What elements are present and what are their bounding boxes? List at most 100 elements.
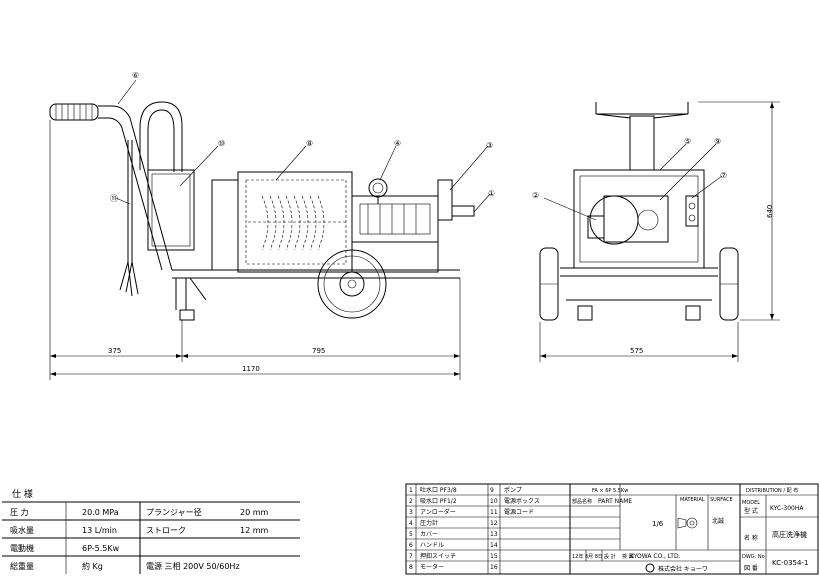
company-logo-icon bbox=[645, 563, 655, 573]
front-callouts: ⑤ ⑨ ⑦ ② bbox=[532, 137, 727, 221]
model-value: KYC-300HA bbox=[770, 505, 804, 512]
spec-title: 仕 様 bbox=[12, 488, 33, 500]
place: 北誠 bbox=[712, 517, 724, 525]
handle-frame bbox=[98, 101, 183, 271]
designer: 設 計 bbox=[604, 553, 616, 560]
kind-label: 型 式 bbox=[744, 507, 758, 515]
rear-wheel bbox=[317, 249, 387, 319]
svg-text:8: 8 bbox=[409, 564, 413, 571]
svg-text:モーター: モーター bbox=[420, 563, 444, 571]
side-callouts: ⑥ ⑩ ⑧ ④ ③ ① ⑪ bbox=[110, 71, 495, 213]
svg-text:20.0 MPa: 20.0 MPa bbox=[82, 508, 119, 517]
svg-text:15: 15 bbox=[490, 553, 498, 560]
electrical-box bbox=[147, 169, 195, 251]
svg-text:総重量: 総重量 bbox=[10, 561, 34, 571]
dim-375: 375 bbox=[108, 347, 121, 355]
callout-8: ⑧ bbox=[306, 139, 313, 148]
dwg-jp: 図 番 bbox=[744, 565, 758, 572]
svg-text:プランジャー径: プランジャー径 bbox=[146, 507, 202, 517]
parts-list-left: 1 吐水口 PF3/8 2 吸水口 PF1/2 3 アンローダー 4 圧力計 5… bbox=[409, 486, 457, 571]
svg-text:6P-5.5Kw: 6P-5.5Kw bbox=[82, 544, 120, 553]
svg-text:吐水口 PF3/8: 吐水口 PF3/8 bbox=[420, 486, 457, 494]
svg-text:11: 11 bbox=[490, 509, 498, 516]
parts-list-right: 9 ポンプ 10 電源ボックス 11 電源コード 12 13 14 15 16 bbox=[490, 486, 540, 571]
svg-text:3: 3 bbox=[409, 509, 413, 516]
dwg-label: DWG. No bbox=[742, 554, 765, 560]
front-handle bbox=[595, 102, 689, 171]
spec-row: 吸水量 13 L/min ストローク 12 mm bbox=[10, 525, 269, 535]
handle-grip bbox=[49, 103, 99, 121]
title-block: 1 吐水口 PF3/8 2 吸水口 PF1/2 3 アンローダー 4 圧力計 5… bbox=[405, 483, 819, 575]
svg-text:電源コード: 電源コード bbox=[504, 508, 534, 516]
svg-text:吸水口 PF1/2: 吸水口 PF1/2 bbox=[420, 497, 457, 505]
callout-10: ⑩ bbox=[218, 139, 225, 148]
dim-1170: 1170 bbox=[242, 365, 260, 373]
side-view: ⑥ ⑩ ⑧ ④ ③ ① ⑪ 375 bbox=[49, 71, 495, 380]
front-dimensions: 575 640 bbox=[539, 101, 780, 362]
callout-11: ⑪ bbox=[110, 194, 118, 203]
front-wheel-right bbox=[719, 247, 739, 321]
svg-text:7: 7 bbox=[409, 553, 413, 560]
name-label: 名 称 bbox=[744, 534, 758, 542]
svg-text:圧力計: 圧力計 bbox=[420, 519, 438, 527]
motor-note: FA × 6P 5.5Kw bbox=[592, 488, 628, 494]
svg-text:カバー: カバー bbox=[420, 531, 438, 538]
projection-symbol-icon bbox=[677, 517, 698, 529]
svg-text:電源ボックス: 電源ボックス bbox=[504, 497, 540, 505]
dim-795: 795 bbox=[312, 347, 325, 355]
svg-text:ストローク: ストローク bbox=[146, 526, 186, 535]
svg-text:10: 10 bbox=[490, 498, 498, 505]
svg-text:圧 力: 圧 力 bbox=[10, 507, 29, 517]
callout-6: ⑥ bbox=[132, 71, 139, 80]
product-name: 高圧洗浄機 bbox=[772, 530, 807, 539]
svg-text:吸水量: 吸水量 bbox=[10, 525, 34, 535]
svg-text:約 Kg: 約 Kg bbox=[82, 561, 103, 571]
power-cord bbox=[119, 140, 139, 297]
svg-text:5: 5 bbox=[409, 531, 413, 538]
svg-text:16: 16 bbox=[490, 564, 498, 571]
svg-text:2: 2 bbox=[409, 498, 413, 505]
svg-text:6: 6 bbox=[409, 542, 413, 549]
svg-text:ハンドル: ハンドル bbox=[420, 542, 444, 549]
frame bbox=[172, 269, 460, 321]
svg-text:電動機: 電動機 bbox=[10, 543, 34, 553]
surface-label: SURFACE bbox=[710, 497, 733, 503]
spec-row: 総重量 約 Kg 電源 三相 200V 50/60Hz bbox=[10, 561, 240, 571]
callout-4: ④ bbox=[394, 139, 401, 148]
svg-text:13: 13 bbox=[490, 531, 498, 538]
front-view: ⑤ ⑨ ⑦ ② 575 640 bbox=[532, 101, 780, 362]
svg-text:4: 4 bbox=[409, 520, 413, 527]
dim-575: 575 bbox=[630, 347, 643, 355]
front-frame bbox=[560, 267, 718, 321]
date: 12年 8月 8日 bbox=[572, 553, 603, 560]
part-name-jp: 部品名称 bbox=[572, 498, 592, 505]
spec-row: 圧 力 20.0 MPa プランジャー径 20 mm bbox=[10, 507, 269, 517]
part-name-label: PART NAME bbox=[598, 498, 632, 505]
svg-text:14: 14 bbox=[490, 542, 498, 549]
checker: 検 図 bbox=[622, 553, 634, 560]
company-jp: 株式会社 キョーワ bbox=[658, 565, 708, 573]
dim-640: 640 bbox=[766, 205, 774, 218]
svg-text:20 mm: 20 mm bbox=[240, 508, 269, 517]
svg-text:9: 9 bbox=[490, 487, 494, 494]
svg-text:アンローダー: アンローダー bbox=[420, 508, 456, 516]
callout-1: ① bbox=[488, 189, 495, 198]
svg-text:押釦スイッチ: 押釦スイッチ bbox=[420, 552, 456, 560]
front-wheel-left bbox=[539, 247, 559, 321]
spec-row: 電動機 6P-5.5Kw bbox=[10, 543, 120, 553]
model-label: MODEL bbox=[742, 500, 760, 506]
callout-2: ② bbox=[532, 191, 539, 200]
svg-text:1: 1 bbox=[409, 487, 413, 494]
distribution-label: DISTRIBUTION / 配 布 bbox=[746, 487, 798, 494]
material-label: MATERIAL bbox=[680, 497, 705, 503]
svg-text:12: 12 bbox=[490, 520, 498, 527]
scale-value: 1/6 bbox=[652, 520, 664, 528]
svg-text:13 L/min: 13 L/min bbox=[82, 526, 117, 535]
side-dimensions: 375 795 1170 bbox=[49, 120, 461, 380]
callout-5: ⑤ bbox=[684, 137, 691, 146]
dwg-no: KC-0354-1 bbox=[772, 559, 808, 567]
spec-table: 仕 様 圧 力 20.0 MPa プランジャー径 20 mm 吸水量 13 L/… bbox=[2, 488, 300, 574]
svg-text:12 mm: 12 mm bbox=[240, 526, 269, 535]
callout-3: ③ bbox=[486, 141, 493, 150]
